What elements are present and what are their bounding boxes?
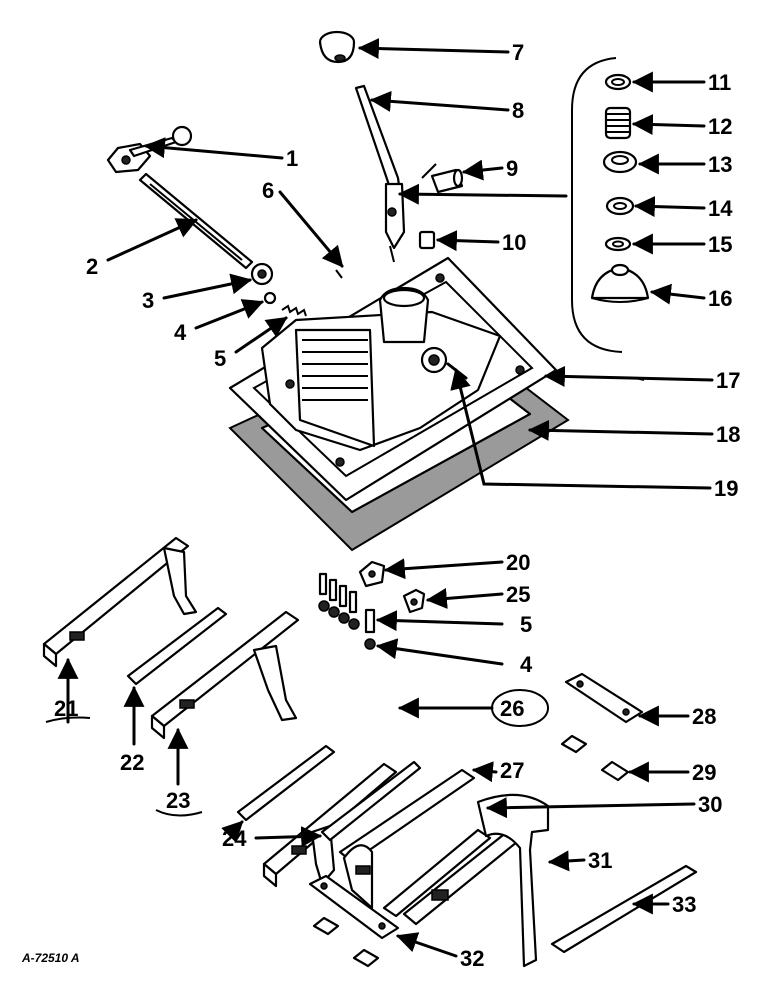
part-6-pin — [335, 269, 343, 279]
part-7-knob — [318, 30, 356, 64]
callout-24: 24 — [222, 826, 247, 851]
part-3-nut — [250, 262, 274, 286]
callout-2: 2 — [86, 254, 98, 279]
callout-12: 12 — [708, 114, 732, 139]
callout-11: 11 — [708, 70, 731, 95]
callout-8: 8 — [512, 98, 524, 123]
part-20-block — [358, 560, 386, 588]
callout-22: 22 — [120, 750, 144, 775]
callout-1: 1 — [286, 146, 298, 171]
callout-17: 17 — [716, 368, 740, 393]
part-27-bar — [320, 760, 422, 842]
part-9-pin-small — [421, 163, 437, 179]
part-29-block — [600, 760, 630, 782]
callout-28: 28 — [692, 704, 716, 729]
part-10-block — [418, 230, 436, 250]
part-8-shift-lever — [354, 84, 406, 263]
part-11-washer — [604, 73, 632, 91]
callout-5: 5 — [214, 346, 226, 371]
callout-33: 33 — [672, 892, 696, 917]
callout-4: 4 — [174, 320, 187, 345]
callout-21: 21 — [54, 696, 78, 721]
callout-30: 30 — [698, 792, 722, 817]
callout-16: 16 — [708, 286, 732, 311]
part-32-block-b — [352, 948, 380, 968]
tick-mark-17 — [635, 377, 645, 381]
callout-32: 32 — [460, 946, 484, 971]
part-5-spring — [281, 304, 307, 317]
part-31-shift-rail — [402, 793, 550, 968]
part-4-ball-lower — [364, 638, 376, 650]
part-32-block-a — [312, 916, 340, 936]
part-23-shift-rail — [150, 610, 300, 740]
callout-15: 15 — [708, 232, 732, 257]
callout-3: 3 — [142, 288, 154, 313]
callout-labels: 7 8 1 9 6 10 11 12 13 14 15 16 2 3 4 5 1… — [21, 40, 740, 971]
callout-18: 18 — [716, 422, 740, 447]
part-32-plate — [308, 874, 400, 940]
callout-27: 27 — [500, 758, 524, 783]
part-9-sleeve — [430, 168, 464, 194]
callout-10: 10 — [502, 230, 526, 255]
part-5-spring-lower — [364, 608, 376, 634]
callout-6: 6 — [262, 178, 274, 203]
leader-lines — [57, 38, 714, 958]
callout-25: 25 — [506, 582, 530, 607]
part-24-bar — [236, 744, 336, 822]
drawing-code: A-72510 A — [21, 951, 80, 965]
callout-13: 13 — [708, 152, 732, 177]
callout-23: 23 — [166, 788, 190, 813]
part-15-washer — [604, 236, 632, 252]
part-21-shift-rail — [42, 536, 198, 668]
part-25-block — [402, 588, 426, 614]
part-13-cup — [602, 150, 638, 174]
callout-29: 29 — [692, 760, 716, 785]
callout-19: 19 — [714, 476, 738, 501]
underline-mark-21 — [45, 716, 91, 723]
underline-mark-23 — [155, 809, 203, 817]
part-16-boot — [590, 263, 650, 303]
part-housing — [260, 273, 525, 467]
callout-4-lower: 4 — [520, 652, 533, 677]
callout-14: 14 — [708, 196, 733, 221]
callout-7: 7 — [512, 40, 524, 65]
part-28-plate — [564, 672, 644, 724]
part-28-block — [560, 734, 588, 754]
bracket — [571, 57, 623, 353]
callout-31: 31 — [588, 848, 612, 873]
callout-5-lower: 5 — [520, 612, 532, 637]
part-33-bar — [550, 864, 698, 954]
callout-26: 26 — [500, 696, 524, 721]
part-30-shift-rail — [338, 768, 492, 918]
part-14-washer — [605, 196, 635, 216]
part-22-bar — [126, 606, 228, 686]
callout-20: 20 — [506, 550, 530, 575]
springs-and-balls — [318, 572, 360, 630]
circle-mark-26 — [491, 689, 549, 727]
part-4-ball — [263, 291, 277, 305]
part-12-spring — [604, 106, 632, 140]
callout-9: 9 — [506, 156, 518, 181]
